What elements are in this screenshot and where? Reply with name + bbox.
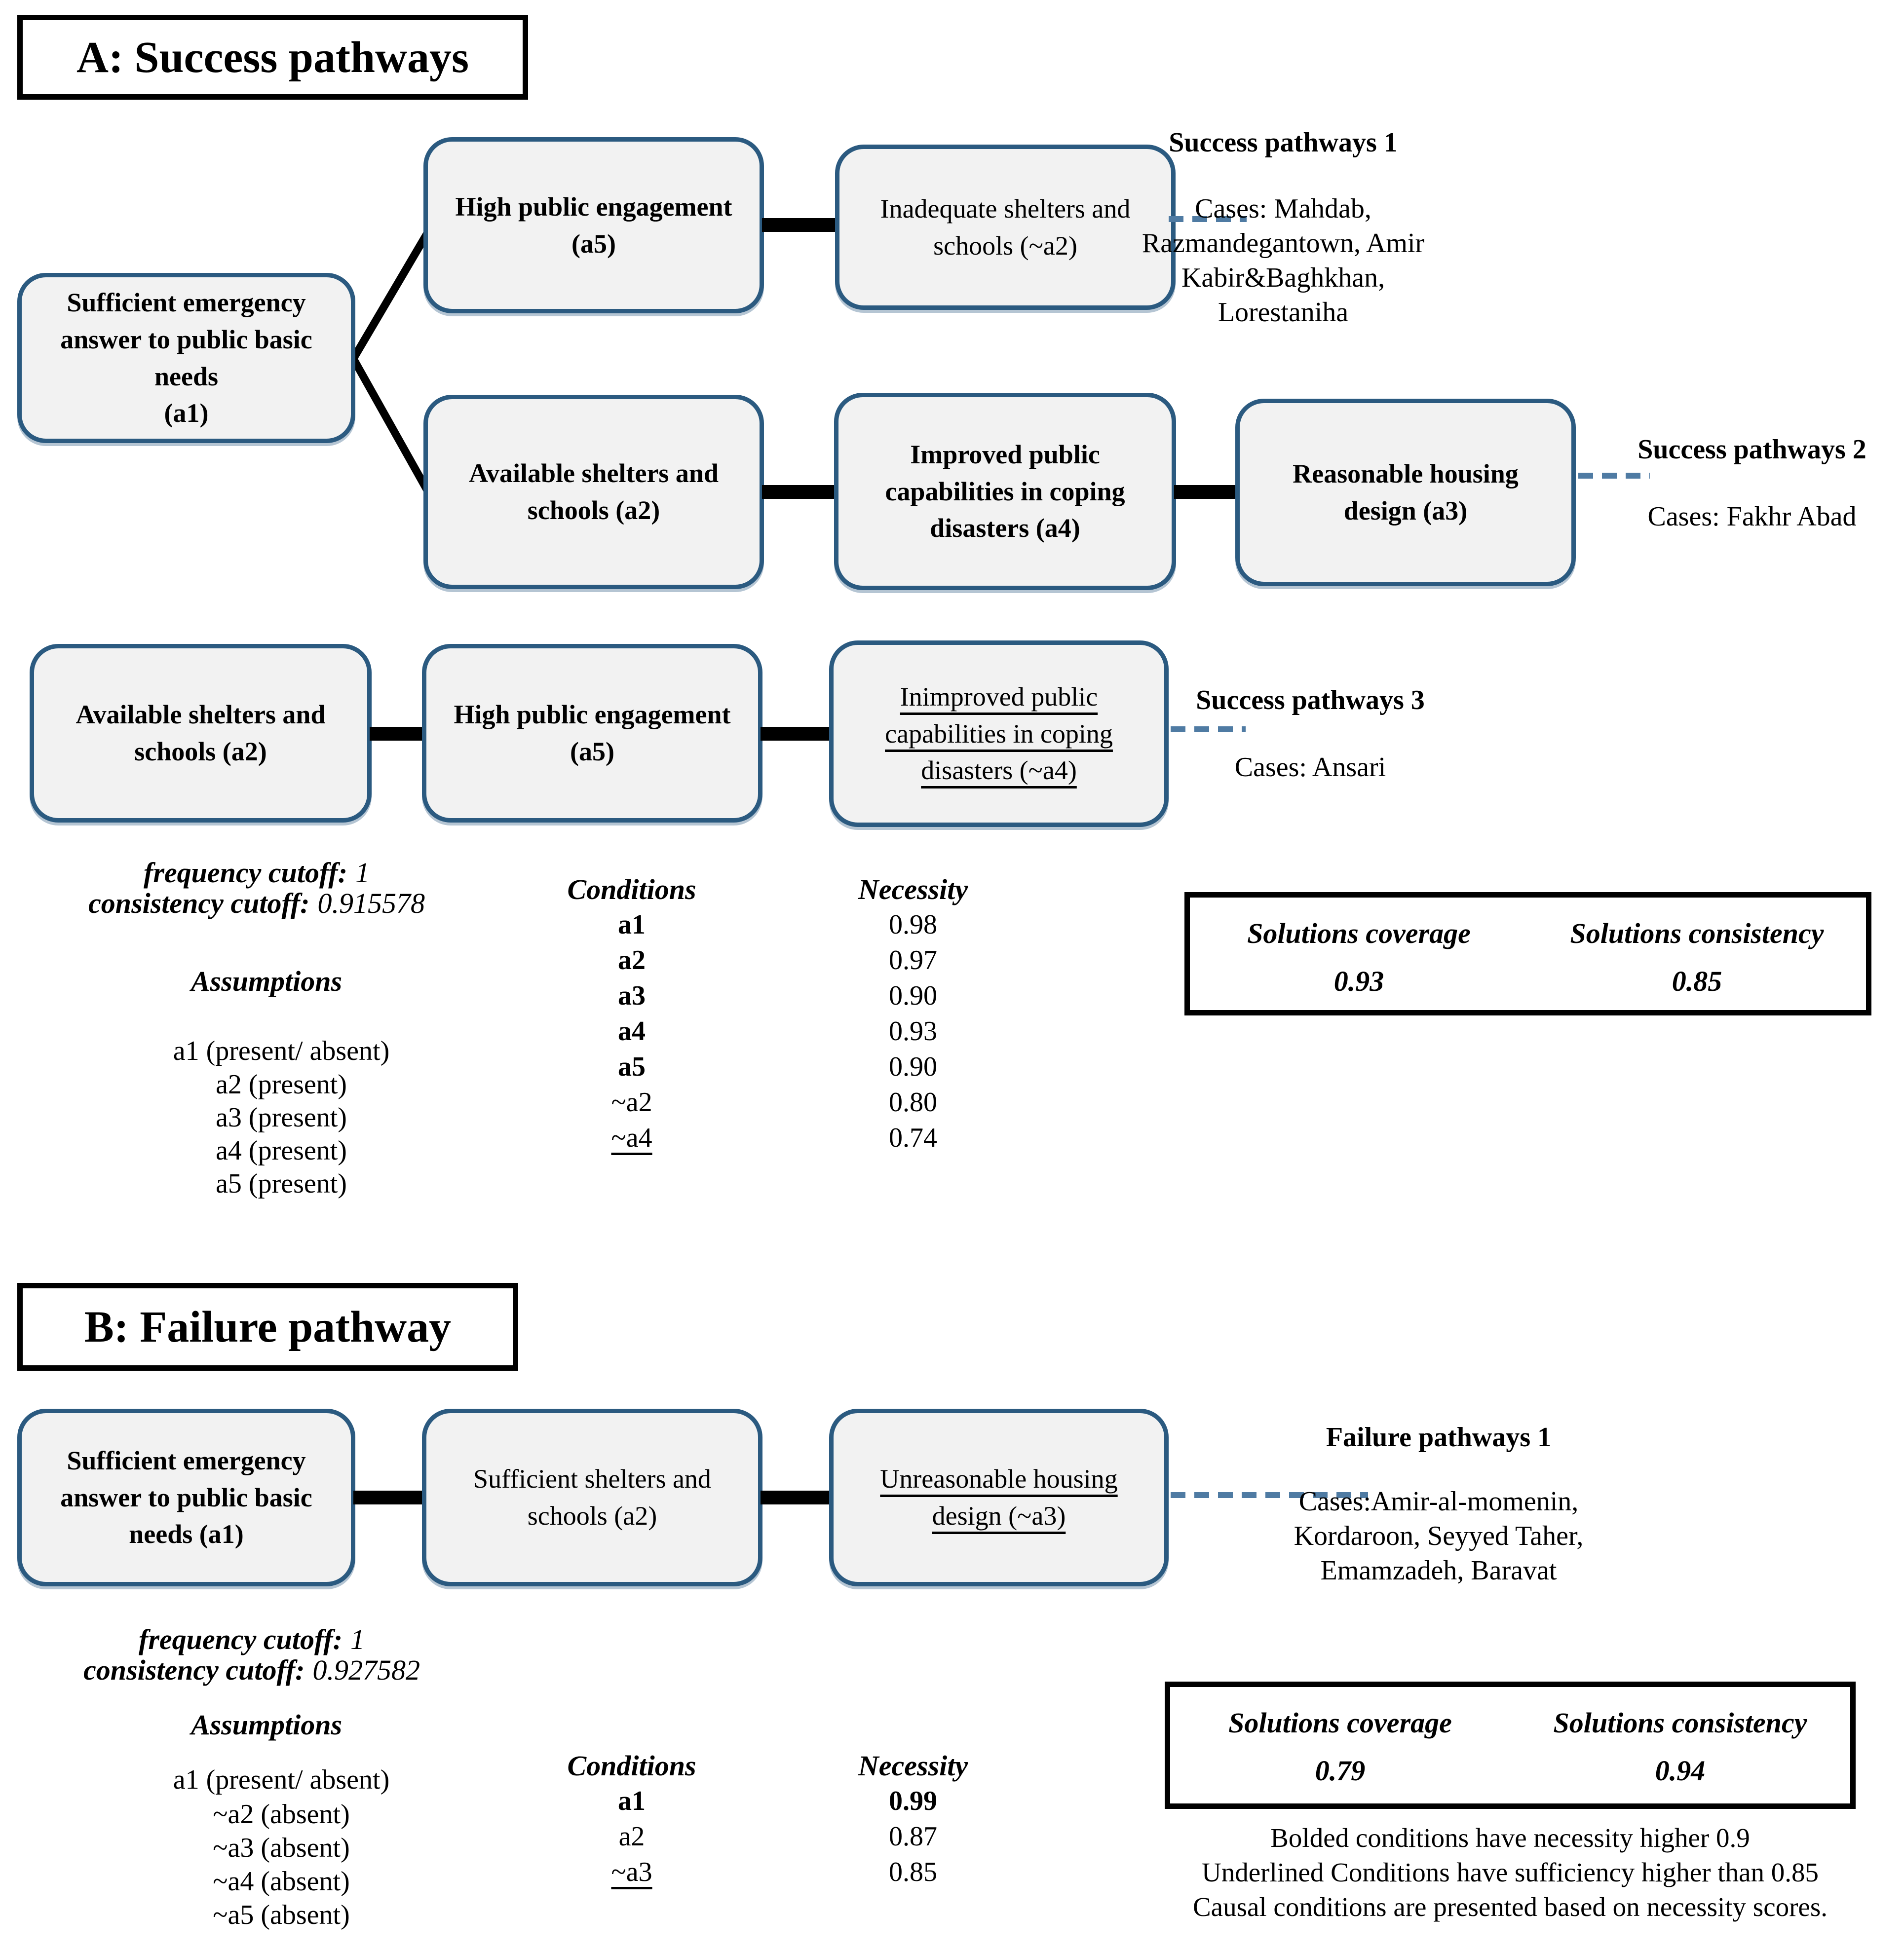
- node-a5-row3: High public engagement (a5): [422, 644, 762, 823]
- connector-a5-na2: [762, 218, 837, 232]
- node-not-a2-row1: Inadequate shelters and schools (~a2): [835, 145, 1176, 310]
- b-frequency-cutoff: frequency cutoff:1: [30, 1624, 474, 1655]
- section-a-title: A: Success pathways: [76, 33, 469, 82]
- b-consistency-cutoff: consistency cutoff:0.927582: [30, 1655, 474, 1686]
- connector-a2-na3-b: [761, 1491, 831, 1504]
- failure1-title: Failure pathways 1: [1326, 1422, 1552, 1453]
- node-a5-row1: High public engagement (a5): [423, 137, 764, 313]
- a-frequency-cutoff-label: frequency cutoff:: [144, 857, 347, 889]
- a-table-header-row: Conditions Necessity: [508, 871, 1007, 907]
- connector-a2-a4: [762, 485, 836, 499]
- table-row: a1 0.98: [618, 909, 937, 940]
- connector-a5-na4: [761, 727, 831, 741]
- b-table-header-conditions: Conditions: [567, 1749, 696, 1782]
- pathway2-cases: Cases: Fakhr Abad: [1647, 501, 1857, 532]
- node-a1-section-a: Sufficient emergency answer to public ba…: [17, 273, 355, 443]
- a-consistency-cutoff-value: 0.915578: [317, 887, 425, 919]
- a-solutions-coverage: Solutions coverage 0.93: [1247, 917, 1471, 997]
- table-row: ~a4 0.74: [611, 1123, 937, 1153]
- node-a3-row2: Reasonable housing design (a3): [1235, 399, 1576, 586]
- table-row: a1 0.99: [618, 1786, 937, 1816]
- b-solutions-consistency: Solutions consistency 0.94: [1553, 1707, 1807, 1787]
- legend-note: Bolded conditions have necessity higher …: [1192, 1823, 1828, 1922]
- a-assumption-item: a5 (present): [216, 1168, 347, 1199]
- a-consistency-cutoff-label: consistency cutoff:: [88, 887, 310, 919]
- branch-line-a1-to-a2: [350, 357, 434, 498]
- a-assumptions-title: Assumptions: [190, 965, 343, 997]
- pathway2-title: Success pathways 2: [1637, 434, 1866, 465]
- pathway1-title: Success pathways 1: [1169, 127, 1398, 158]
- table-row: a2 0.97: [618, 945, 937, 976]
- pathway3-title: Success pathways 3: [1196, 685, 1425, 715]
- pathway3-cases: Cases: Ansari: [1234, 752, 1386, 783]
- table-row: a5 0.90: [618, 1051, 937, 1082]
- b-assumption-item: ~a3 (absent): [213, 1833, 350, 1863]
- a-assumption-item: a3 (present): [216, 1102, 347, 1133]
- table-row: ~a3 0.85: [611, 1857, 937, 1887]
- node-a1-section-b: Sufficient emergency answer to public ba…: [17, 1409, 355, 1586]
- node-a4-row2: Improved public capabilities in coping d…: [834, 393, 1176, 590]
- b-consistency-cutoff-value: 0.927582: [312, 1654, 420, 1686]
- b-consistency-cutoff-label: consistency cutoff:: [83, 1654, 305, 1686]
- dash-connector-pathway3: [1171, 726, 1246, 732]
- table-row: a3 0.90: [618, 980, 937, 1011]
- node-not-a4-row3: Inimproved public capabilities in coping…: [829, 640, 1169, 827]
- b-assumption-item: ~a4 (absent): [213, 1866, 350, 1897]
- dash-connector-failure1: [1171, 1492, 1368, 1498]
- b-table-header-necessity: Necessity: [858, 1749, 968, 1782]
- b-assumptions-title: Assumptions: [190, 1709, 343, 1741]
- a-consistency-cutoff: consistency cutoff:0.915578: [35, 888, 479, 919]
- failure1-cases: Cases:Amir-al-momenin, Kordaroon, Seyyed…: [1294, 1486, 1584, 1586]
- connector-a4-a3: [1174, 485, 1237, 499]
- a-table-header-conditions: Conditions: [567, 873, 696, 905]
- b-frequency-cutoff-value: 1: [350, 1623, 365, 1655]
- dash-connector-pathway1: [1169, 216, 1247, 222]
- section-b-title: B: Failure pathway: [84, 1302, 452, 1351]
- a-frequency-cutoff-value: 1: [355, 857, 370, 889]
- node-not-a3-section-b: Unreasonable housing design (~a3): [829, 1409, 1169, 1586]
- b-frequency-cutoff-label: frequency cutoff:: [139, 1623, 343, 1655]
- node-a2-row2: Available shelters and schools (a2): [423, 395, 764, 589]
- table-row: a2 0.87: [618, 1821, 937, 1852]
- b-solutions-coverage: Solutions coverage 0.79: [1228, 1707, 1452, 1787]
- b-assumption-item: ~a2 (absent): [213, 1799, 350, 1830]
- a-assumption-item: a2 (present): [216, 1069, 347, 1100]
- a-assumption-item: a1 (present/ absent): [173, 1036, 390, 1066]
- a-solutions-box: Solutions coverage 0.93 Solutions consis…: [1184, 892, 1871, 1015]
- a-frequency-cutoff: frequency cutoff:1: [35, 858, 479, 888]
- branch-line-a1-to-a5: [350, 225, 434, 361]
- connector-a2-a5: [370, 727, 424, 741]
- table-row: a4 0.93: [618, 1016, 937, 1047]
- a-table-header-necessity: Necessity: [858, 873, 968, 905]
- connector-a1-a2-b: [353, 1491, 424, 1504]
- b-table-header-row: Conditions Necessity: [508, 1748, 1007, 1783]
- b-assumption-item: a1 (present/ absent): [173, 1764, 390, 1795]
- section-b-title-box: B: Failure pathway: [17, 1283, 518, 1371]
- node-a2-row3: Available shelters and schools (a2): [30, 644, 372, 823]
- b-assumption-item: ~a5 (absent): [213, 1900, 350, 1930]
- a-solutions-consistency: Solutions consistency 0.85: [1570, 917, 1824, 997]
- pathway1-cases: Cases: Mahdab, Razmandegantown, Amir Kab…: [1142, 193, 1425, 328]
- section-a-title-box: A: Success pathways: [17, 15, 528, 100]
- a-assumption-item: a4 (present): [216, 1135, 347, 1166]
- table-row: ~a2 0.80: [611, 1087, 937, 1118]
- dash-connector-pathway2: [1578, 473, 1650, 479]
- b-necessity-table: Conditions Necessity a1 0.99 a2 0.87 ~a3…: [508, 1748, 1007, 1890]
- b-solutions-box: Solutions coverage 0.79 Solutions consis…: [1165, 1682, 1856, 1809]
- a-necessity-table: Conditions Necessity a1 0.98 a2 0.97 a3 …: [508, 871, 1007, 1156]
- node-a2-section-b: Sufficient shelters and schools (a2): [422, 1409, 762, 1586]
